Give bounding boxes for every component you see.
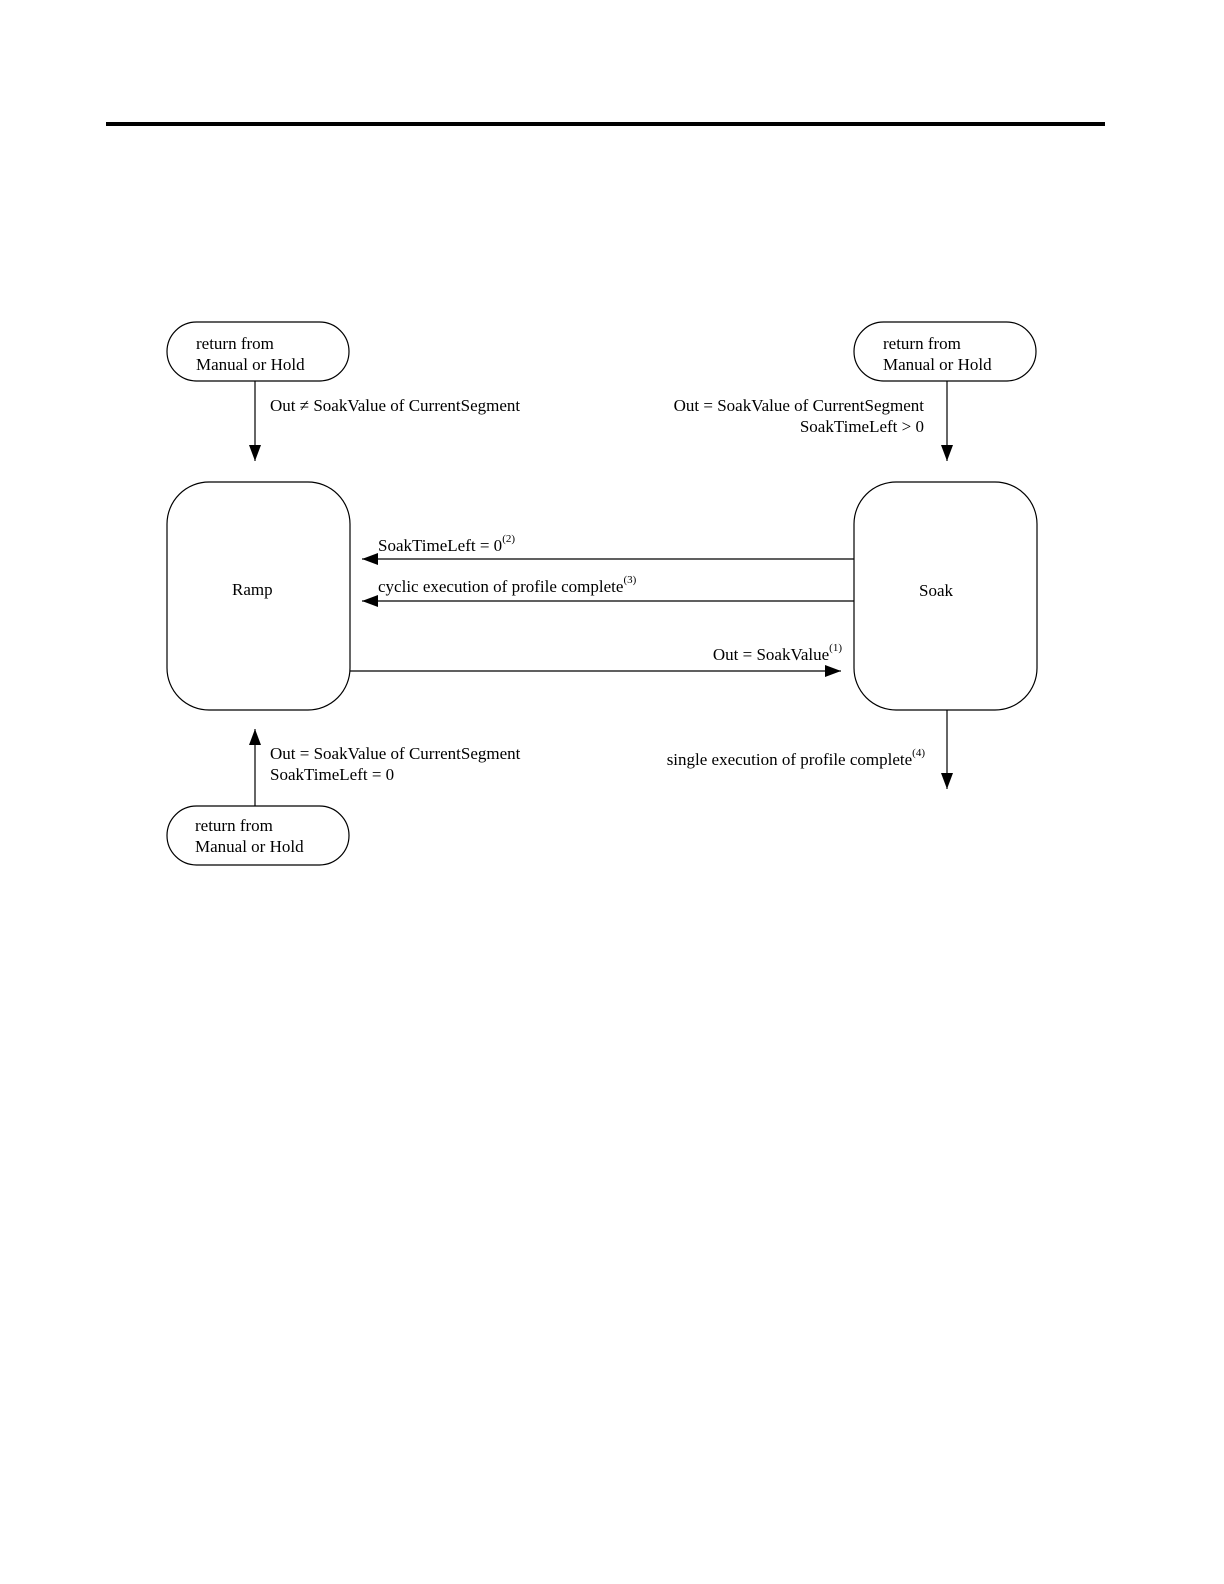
ramp-bottom-entry-line2: Manual or Hold	[195, 837, 304, 856]
note-3: (3)	[623, 574, 637, 587]
soak-exit-text: single execution of profile complete	[666, 750, 913, 769]
soak-top-condition-line1: Out = SoakValue of CurrentSegment	[673, 396, 924, 415]
soak-top-condition: Out = SoakValue of CurrentSegment SoakTi…	[624, 395, 924, 437]
ramp-state-label: Ramp	[232, 580, 273, 599]
ramp-to-soak-label: Out = SoakValue(1)	[600, 642, 842, 665]
ramp-bottom-condition: Out = SoakValue of CurrentSegment SoakTi…	[270, 743, 520, 785]
soak-to-ramp-text-2: cyclic execution of profile complete	[378, 577, 624, 596]
ramp-top-entry-oval	[166, 321, 350, 382]
note-2: (2)	[502, 533, 516, 546]
page-header-rule	[106, 122, 1105, 126]
ramp-bottom-condition-line1: Out = SoakValue of CurrentSegment	[270, 744, 521, 763]
soak-to-ramp-label-1: SoakTimeLeft = 0(2)	[378, 533, 516, 556]
soak-state-box	[853, 481, 1038, 711]
ramp-bottom-entry-line1: return from	[195, 816, 273, 835]
soak-exit-label: single execution of profile complete(4)	[560, 747, 925, 770]
soak-to-ramp-text-1: SoakTimeLeft = 0	[378, 536, 503, 555]
ramp-top-entry-label: return from Manual or Hold	[196, 333, 305, 375]
ramp-top-entry-line2: Manual or Hold	[196, 355, 305, 374]
ramp-bottom-entry-label: return from Manual or Hold	[195, 815, 304, 857]
soak-top-entry-label: return from Manual or Hold	[883, 333, 992, 375]
ramp-state-box	[166, 481, 351, 711]
soak-to-ramp-label-2: cyclic execution of profile complete(3)	[378, 574, 637, 597]
ramp-top-condition: Out ≠ SoakValue of CurrentSegment	[270, 396, 521, 415]
ramp-bottom-entry-oval	[166, 805, 350, 866]
ramp-to-soak-text: Out = SoakValue	[712, 645, 830, 664]
soak-top-condition-line2: SoakTimeLeft > 0	[799, 417, 924, 436]
soak-state-label: Soak	[919, 581, 953, 600]
ramp-top-entry-line1: return from	[196, 334, 274, 353]
soak-top-entry-line2: Manual or Hold	[883, 355, 992, 374]
note-1: (1)	[829, 642, 842, 655]
note-4: (4)	[912, 747, 925, 760]
soak-top-entry-oval	[853, 321, 1037, 382]
soak-top-entry-line1: return from	[883, 334, 961, 353]
ramp-bottom-condition-line2: SoakTimeLeft = 0	[270, 765, 395, 784]
